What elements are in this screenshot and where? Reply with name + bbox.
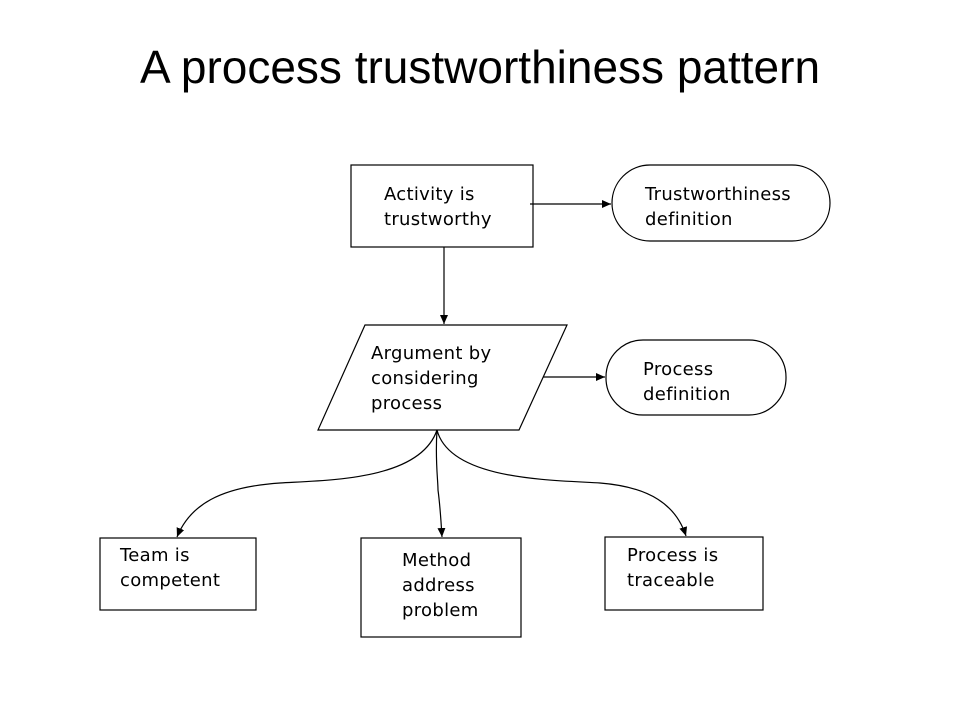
strategy-parallelogram xyxy=(317,324,568,431)
subgoal-trace-box xyxy=(604,536,764,611)
subgoal-team-label: Team is competent xyxy=(120,545,221,591)
strategy-label: Argument by considering process xyxy=(371,343,492,414)
page-title: A process trustworthiness pattern xyxy=(139,41,821,93)
arrow-strategy-to-trace xyxy=(436,429,688,537)
goal-label: Activity is trustworthy xyxy=(384,184,492,230)
goal-box xyxy=(350,164,534,248)
context-trustworthiness-label: Trustworthiness definition xyxy=(645,184,791,230)
subgoal-method-box xyxy=(360,537,522,638)
arrow-strategy-to-team xyxy=(176,429,438,538)
subgoal-trace-label: Process is traceable xyxy=(627,545,719,591)
subgoal-method-label: Method address problem xyxy=(402,550,479,621)
context-process-shape xyxy=(605,339,787,416)
subgoal-team-box xyxy=(99,537,257,611)
context-trustworthiness-shape xyxy=(611,164,831,242)
context-process-label: Process definition xyxy=(643,359,731,405)
arrow-strategy-to-method xyxy=(435,429,446,538)
